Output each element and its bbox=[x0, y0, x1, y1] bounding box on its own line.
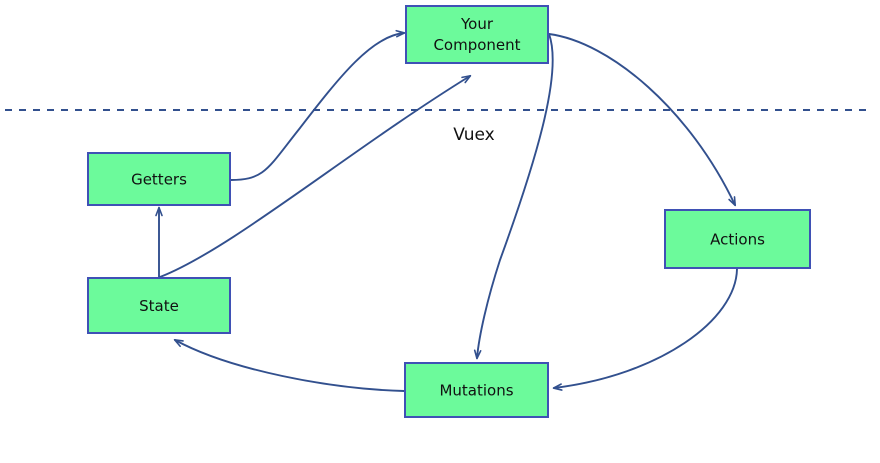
node-getters-box[interactable] bbox=[87, 152, 231, 206]
edge-state-to-component bbox=[159, 74, 472, 278]
edge-component-to-actions bbox=[548, 33, 737, 207]
node-mutations[interactable]: Mutations bbox=[404, 362, 549, 418]
node-state-box[interactable] bbox=[87, 277, 231, 334]
node-mutations-box[interactable] bbox=[404, 362, 549, 418]
node-state[interactable]: State bbox=[87, 277, 231, 334]
edges-layer bbox=[155, 29, 738, 392]
edge-mutations-to-state bbox=[173, 338, 405, 392]
node-your-component-box[interactable] bbox=[405, 5, 549, 64]
node-mutations-label: Mutations bbox=[439, 382, 513, 400]
node-getters-label: Getters bbox=[131, 171, 187, 189]
node-getters[interactable]: Getters bbox=[87, 152, 231, 206]
node-state-label: State bbox=[139, 297, 179, 315]
vuex-boundary: Vuex bbox=[5, 109, 873, 145]
edge-actions-to-mutations bbox=[552, 268, 738, 391]
node-actions[interactable]: Actions bbox=[664, 209, 811, 269]
edge-component-to-mutations bbox=[473, 33, 554, 360]
vuex-boundary-label: Vuex bbox=[453, 125, 494, 145]
node-your-component-label-line1: Your bbox=[460, 15, 494, 33]
edge-getters-to-component bbox=[230, 29, 406, 181]
node-your-component-label-line2: Component bbox=[433, 36, 520, 54]
node-actions-label: Actions bbox=[710, 231, 765, 249]
node-actions-box[interactable] bbox=[664, 209, 811, 269]
